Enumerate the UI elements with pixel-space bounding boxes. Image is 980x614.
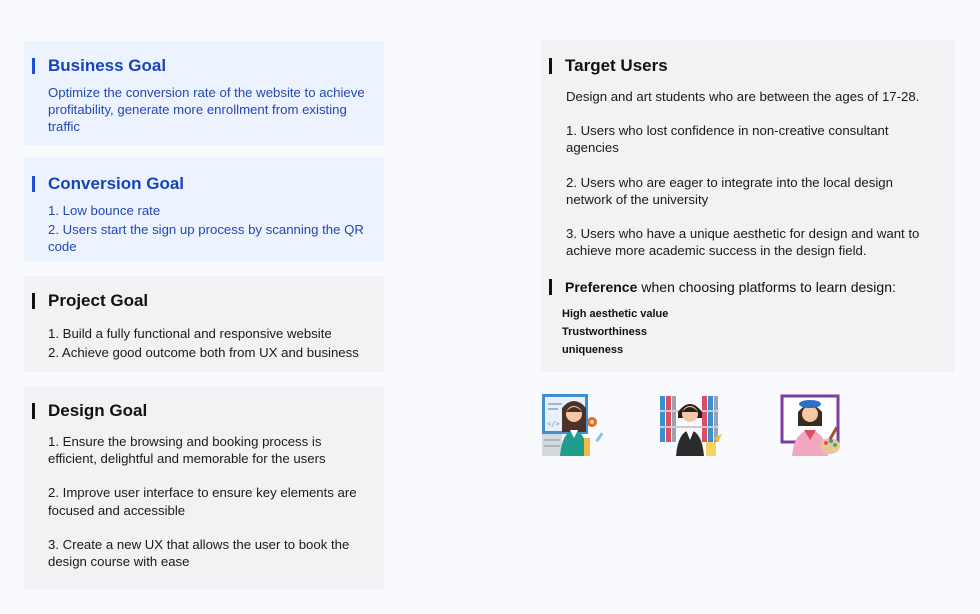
text-line: 3. Create a new UX that allows the user … <box>48 536 350 552</box>
design-goal-heading: Design Goal <box>32 401 147 421</box>
spacer <box>48 467 357 484</box>
text-line: design course with ease <box>48 554 190 570</box>
project-goal-title: Project Goal <box>48 291 149 310</box>
text-line: 2. Users start the sign up process by sc… <box>48 222 364 238</box>
business-goal-description: Optimize the conversion rate of the webs… <box>48 84 365 136</box>
text-line: 1. Users who lost confidence in non-crea… <box>566 123 889 139</box>
heading-accent-bar <box>549 58 552 74</box>
text-line: 2. Users who are eager to integrate into… <box>566 174 893 190</box>
heading-accent-bar <box>549 279 552 295</box>
preference-item: High aesthetic value <box>562 308 669 320</box>
preference-list: High aesthetic value Trustworthiness uni… <box>562 305 668 359</box>
design-goal-list: 1. Ensure the browsing and booking proce… <box>48 433 357 570</box>
spacer <box>566 105 919 122</box>
conversion-goal-heading: Conversion Goal <box>32 174 184 194</box>
text-line: traffic <box>48 119 81 135</box>
designer-woman-icon: </> <box>542 394 604 456</box>
target-users-heading: Target Users <box>549 56 668 76</box>
text-line: network of the university <box>566 191 709 207</box>
text-line: Optimize the conversion rate of the webs… <box>48 85 365 100</box>
heading-accent-bar <box>32 58 35 74</box>
business-goal-card: Business Goal Optimize the conversion ra… <box>24 41 384 145</box>
conversion-goal-title: Conversion Goal <box>48 174 185 193</box>
conversion-goal-card: Conversion Goal 1. Low bounce rate 2. Us… <box>24 158 384 262</box>
text-line: code <box>48 239 77 255</box>
target-users-title: Target Users <box>565 56 668 75</box>
target-users-intro: Design and art students who are between … <box>566 89 920 104</box>
heading-accent-bar <box>32 403 35 419</box>
artist-beret-icon <box>780 394 840 456</box>
preference-description: when choosing platforms to learn design: <box>641 279 896 295</box>
project-goal-card: Project Goal 1. Build a fully functional… <box>24 276 384 372</box>
heading-accent-bar <box>32 176 35 192</box>
conversion-goal-list: 1. Low bounce rate 2. Users start the si… <box>48 202 364 256</box>
design-goal-card: Design Goal 1. Ensure the browsing and b… <box>24 386 384 590</box>
text-line: agencies <box>566 140 619 156</box>
target-users-list: Design and art students who are between … <box>566 88 919 259</box>
business-goal-heading: Business Goal <box>32 56 166 76</box>
svg-text:</>: </> <box>547 420 560 428</box>
text-line: profitability, generate more enrollment … <box>48 102 347 118</box>
text-line: 2. Improve user interface to ensure key … <box>48 485 357 501</box>
text-line: focused and accessible <box>48 502 186 518</box>
preference-label: Preference <box>565 279 638 295</box>
business-goal-title: Business Goal <box>48 56 167 75</box>
preference-heading: Preference when choosing platforms to le… <box>549 279 896 295</box>
project-goal-heading: Project Goal <box>32 291 148 311</box>
text-line: 1. Ensure the browsing and booking proce… <box>48 434 322 449</box>
target-users-card: Target Users Design and art students who… <box>541 40 954 372</box>
design-goal-title: Design Goal <box>48 401 148 420</box>
spacer <box>566 157 919 174</box>
preference-item: uniqueness <box>562 344 624 356</box>
text-line: 3. Users who have a unique aesthetic for… <box>566 226 920 242</box>
text-line: efficient, delightful and memorable for … <box>48 451 326 467</box>
spacer <box>48 519 357 536</box>
project-goal-list: 1. Build a fully functional and responsi… <box>48 325 359 361</box>
text-line: 1. Build a fully functional and responsi… <box>48 326 332 341</box>
text-line: 1. Low bounce rate <box>48 203 161 218</box>
text-line: 2. Achieve good outcome both from UX and… <box>48 345 359 361</box>
spacer <box>566 208 919 225</box>
heading-accent-bar <box>32 293 35 309</box>
preference-item: Trustworthiness <box>562 326 647 338</box>
student-bookshelf-icon <box>660 396 722 456</box>
text-line: achieve more academic success in the des… <box>566 243 867 259</box>
